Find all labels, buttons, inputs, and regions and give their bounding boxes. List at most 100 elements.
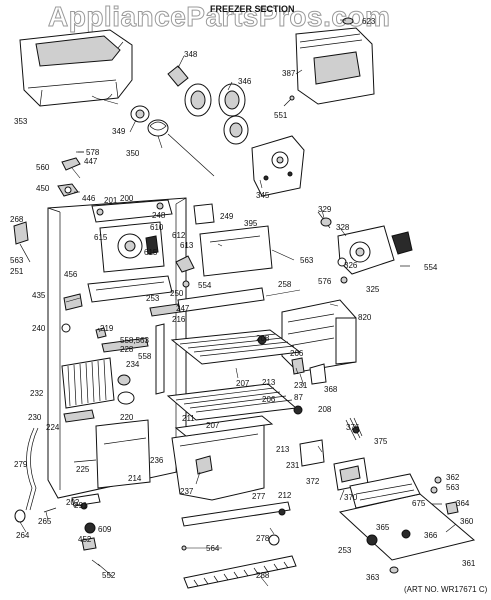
- callout-label: 387: [282, 69, 296, 78]
- callout-label: 363: [366, 573, 380, 582]
- callout-label: 349: [112, 127, 126, 136]
- compressor-hardware-part: [430, 476, 459, 515]
- callout-label: 563: [300, 256, 314, 265]
- shelf-support-part: [291, 357, 327, 385]
- callout-label: 329: [318, 205, 332, 214]
- callout-label: 201: [104, 196, 118, 205]
- callout-label: 258: [278, 280, 292, 289]
- leveling-feet-part: [389, 566, 399, 574]
- callout-label: 200: [120, 194, 134, 203]
- machine-compartment-part: [338, 473, 476, 561]
- callout-label: 613: [180, 241, 194, 250]
- toe-grille-part: [183, 555, 297, 589]
- callout-label: 610: [150, 223, 164, 232]
- lower-rail-part: [181, 501, 291, 527]
- callout-label: 216: [172, 315, 186, 324]
- callout-label: 552: [102, 571, 116, 580]
- callout-label: 551: [274, 111, 288, 120]
- callout-label: 231: [294, 381, 308, 390]
- section-title: FREEZER SECTION: [210, 4, 295, 14]
- callout-label: 353: [14, 117, 28, 126]
- shelf-clip-part: [257, 335, 303, 415]
- callout-label: 564: [206, 544, 220, 553]
- callout-label: 237: [180, 487, 194, 496]
- callout-label: 248: [152, 211, 166, 220]
- callout-label: 612: [172, 231, 186, 240]
- callout-label: 211: [182, 414, 195, 423]
- lower-left-hardware-part: [14, 493, 101, 523]
- callout-label: 213: [276, 445, 290, 454]
- callout-label: 364: [456, 499, 470, 508]
- evaporator-cover-part: [199, 225, 273, 277]
- damper-control-part: [61, 323, 149, 353]
- callout-label: 231: [286, 461, 300, 470]
- callout-label: 450: [36, 184, 50, 193]
- callout-label: 230: [28, 413, 42, 422]
- callout-label: 214: [128, 474, 142, 483]
- callout-label: 375: [374, 437, 388, 446]
- wire-harness-part: [345, 417, 363, 441]
- callout-label: 207: [206, 421, 220, 430]
- front-trim-part: [177, 287, 265, 313]
- callout-label: 240: [32, 324, 46, 333]
- callout-label: 253: [146, 294, 160, 303]
- callout-label: 264: [16, 531, 30, 540]
- drain-tube-part: [25, 409, 95, 511]
- callout-label: 368: [324, 385, 338, 394]
- evaporator-fan-part: [99, 221, 195, 273]
- callout-label: 376: [346, 423, 360, 432]
- callout-label: 346: [238, 77, 252, 86]
- callout-label: 328: [336, 223, 350, 232]
- callout-label: 326: [344, 261, 358, 270]
- callout-label: 206: [262, 395, 276, 404]
- callout-label: 360: [460, 517, 474, 526]
- callout-label: 279: [14, 460, 28, 469]
- callout-label: 558,563: [120, 336, 149, 345]
- callout-label: 234: [126, 360, 140, 369]
- callout-label: 361: [462, 559, 476, 568]
- callout-label: 251: [10, 267, 24, 276]
- callout-label: 220: [120, 413, 134, 422]
- bracket-249-part: [193, 203, 215, 225]
- callout-label: 291: [74, 501, 88, 510]
- callout-label: 609: [98, 525, 112, 534]
- back-panel-part: [73, 419, 151, 489]
- callout-label: 615: [144, 248, 158, 257]
- clip-623-part: [342, 17, 354, 25]
- callout-label: 249: [220, 212, 234, 221]
- callout-label: 365: [376, 523, 390, 532]
- screw-551-part: [283, 95, 295, 107]
- callout-label: 250: [170, 289, 184, 298]
- callout-label: 395: [244, 219, 258, 228]
- bracket-372-part: [299, 439, 325, 467]
- bracket-435-part: [63, 293, 83, 311]
- callout-label: 232: [30, 389, 44, 398]
- callout-label: 554: [424, 263, 438, 272]
- auger-motor-part: [317, 211, 413, 275]
- trim-247-part: [149, 303, 181, 317]
- callout-label: 325: [366, 285, 380, 294]
- callout-label: 268: [10, 215, 24, 224]
- roller-part: [181, 534, 280, 551]
- callout-label: 207: [236, 379, 250, 388]
- light-socket-part: [13, 221, 31, 263]
- upper-wire-shelf-part: [170, 329, 302, 365]
- callout-label: 225: [76, 465, 90, 474]
- callout-label: 456: [64, 270, 78, 279]
- callout-label: 247: [176, 304, 190, 313]
- callout-label: 578: [86, 148, 100, 157]
- callout-label: 87: [294, 393, 303, 402]
- callout-label: 213: [262, 378, 276, 387]
- callout-label: 224: [46, 423, 60, 432]
- callout-label: 219: [100, 324, 114, 333]
- ice-maker-part: [281, 299, 357, 373]
- callout-label: 278: [256, 534, 270, 543]
- callout-label: 366: [424, 531, 438, 540]
- art-number: (ART NO. WR17671 C): [404, 585, 488, 594]
- callout-label: 558: [138, 352, 152, 361]
- leader-lines: [19, 19, 457, 587]
- callout-label: 236: [150, 456, 164, 465]
- callout-label: 208: [256, 334, 270, 343]
- callout-label: 560: [36, 163, 50, 172]
